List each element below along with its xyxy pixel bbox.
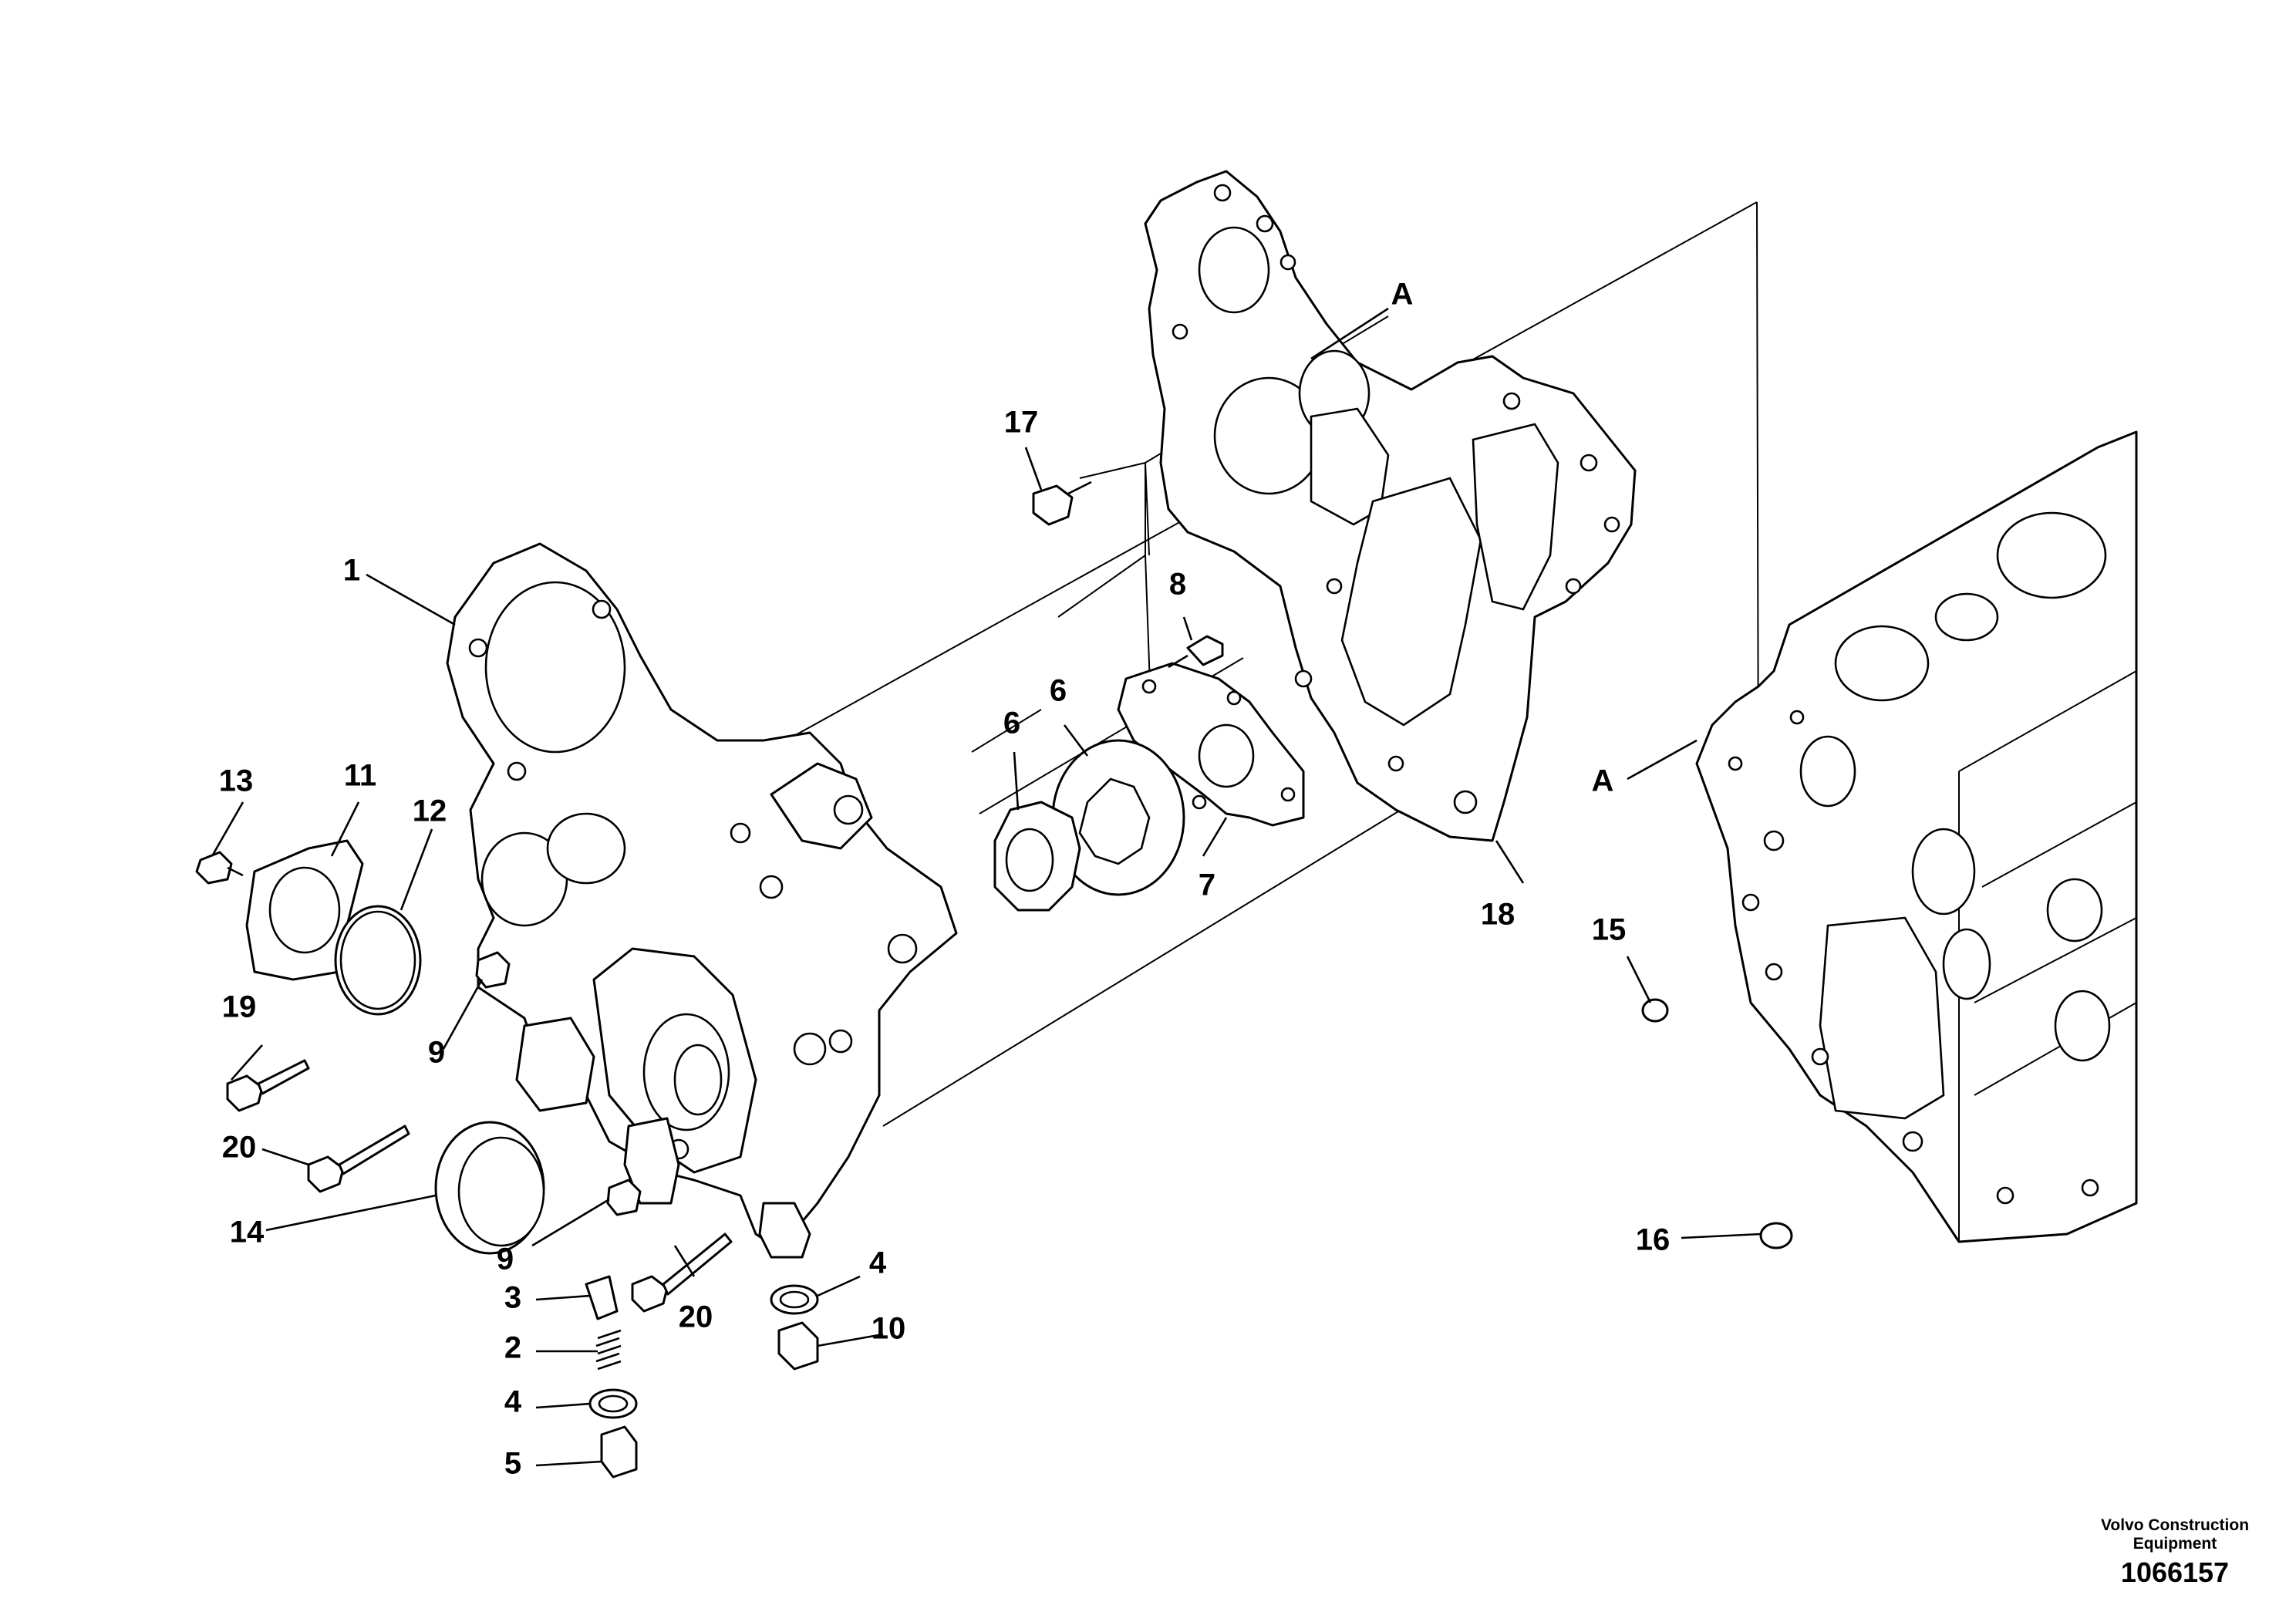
callout-5: 5 xyxy=(504,1447,521,1481)
plug-9-upper xyxy=(475,951,511,989)
callout-9-upper: 9 xyxy=(428,1036,445,1070)
callout-A-upper: A xyxy=(1391,278,1414,312)
bracket-lines xyxy=(1079,462,1150,556)
cover-plate-11 xyxy=(245,839,364,981)
callout-4-lower: 4 xyxy=(504,1385,522,1419)
callout-1: 1 xyxy=(343,554,360,588)
callout-13: 13 xyxy=(219,764,254,798)
bolt-20-lower xyxy=(631,1233,733,1313)
leader-lines xyxy=(211,307,1762,1467)
plug-10 xyxy=(777,1321,819,1371)
callout-4-right: 4 xyxy=(869,1246,887,1280)
engine-block xyxy=(1695,430,2138,1243)
callout-16: 16 xyxy=(1636,1223,1671,1257)
timing-gear-cover xyxy=(446,542,958,1259)
timing-gasket-plate xyxy=(1144,170,1637,842)
valve-3 xyxy=(585,1275,619,1320)
outer-rotor xyxy=(1051,739,1185,896)
bolt-20-left xyxy=(307,1125,410,1193)
callout-labels: 1 2 3 4 4 5 6 6 7 8 9 9 10 11 12 13 14 1… xyxy=(219,278,1671,1481)
brand-name-line-1: Volvo Construction xyxy=(2100,1516,2250,1534)
o-ring-16 xyxy=(1759,1222,1793,1249)
callout-20-left: 20 xyxy=(222,1131,257,1165)
washer-4-right xyxy=(770,1284,819,1315)
callout-18: 18 xyxy=(1481,898,1515,932)
bolt-17 xyxy=(1032,481,1092,526)
callout-19: 19 xyxy=(222,990,257,1024)
callout-7: 7 xyxy=(1199,868,1215,902)
callout-3: 3 xyxy=(504,1281,521,1315)
callout-20-lower: 20 xyxy=(679,1300,713,1334)
seal-14 xyxy=(434,1121,545,1255)
screw-8 xyxy=(1168,635,1224,669)
callout-8: 8 xyxy=(1169,568,1186,602)
callout-2: 2 xyxy=(504,1331,521,1365)
callout-6-inner-rotor: 6 xyxy=(1003,706,1020,740)
brand-name-line-2: Equipment xyxy=(2132,1535,2217,1553)
callout-10: 10 xyxy=(872,1312,906,1346)
callout-9-lower: 9 xyxy=(497,1243,514,1276)
bolt-19 xyxy=(226,1059,310,1112)
callout-17: 17 xyxy=(1004,406,1039,440)
spring-2 xyxy=(595,1329,622,1371)
callout-A-right: A xyxy=(1592,764,1614,798)
o-ring-15 xyxy=(1641,998,1669,1023)
drawing-number: 1066157 xyxy=(2120,1556,2230,1588)
washer-4-lower xyxy=(588,1388,638,1419)
callout-11: 11 xyxy=(344,759,376,793)
inner-rotor xyxy=(993,801,1081,912)
o-ring-12 xyxy=(334,905,422,1016)
callout-15: 15 xyxy=(1592,913,1627,947)
callout-12: 12 xyxy=(413,794,447,828)
plug-9-lower xyxy=(606,1179,642,1216)
bolt-13 xyxy=(195,851,244,885)
callout-14: 14 xyxy=(230,1216,265,1249)
callout-6-outer-rotor: 6 xyxy=(1050,674,1067,708)
plug-5 xyxy=(600,1425,638,1479)
